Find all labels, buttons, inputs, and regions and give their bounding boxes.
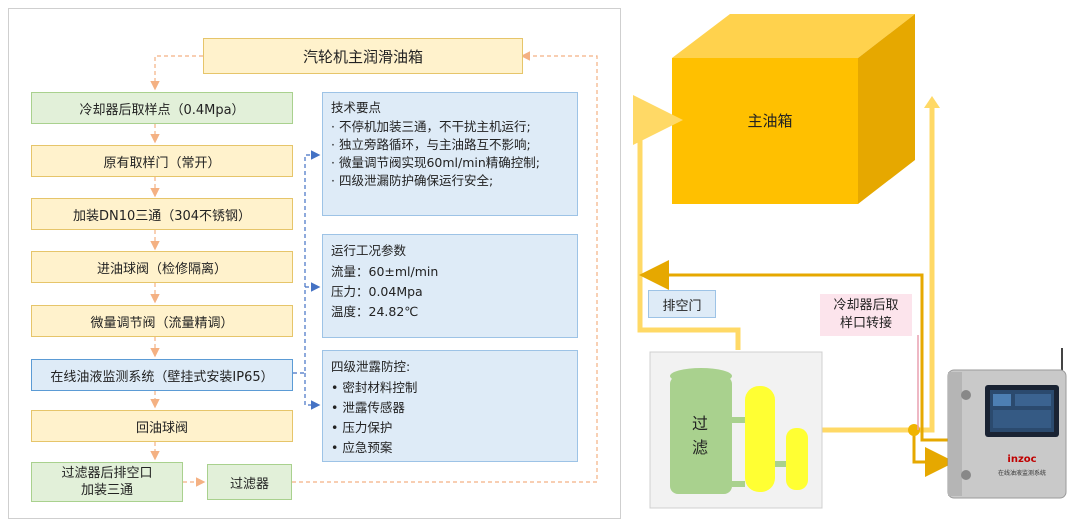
step-label: 原有取样门（常开）: [103, 155, 221, 171]
tech-point-item: · 微量调节阀实现60ml/min精确控制;: [331, 155, 540, 170]
device-brand-logo: inzoc: [1007, 453, 1037, 465]
step-filter-drain: 过滤器后排空口 加装三通: [31, 462, 183, 502]
leak-item: • 密封材料控制: [331, 380, 418, 395]
step-cooler-sampling: 冷却器后取样点（0.4Mpa）: [31, 92, 293, 124]
connector-return: [292, 51, 598, 483]
step-label: 进油球阀（检修隔离）: [96, 261, 227, 277]
connector-top-left: [150, 55, 203, 91]
filter-inner-pipes: [732, 417, 786, 487]
leak-item: • 压力保护: [331, 420, 393, 435]
param-item: 流量：60±ml/min: [331, 264, 439, 279]
filter-vessel-yellow-2: [786, 428, 808, 490]
tank-side: [858, 14, 915, 204]
step-label: 微量调节阀（流量精调）: [90, 315, 234, 331]
step-micro-valve: 微量调节阀（流量精调）: [31, 305, 293, 337]
tech-point-item: · 四级泄漏防护确保运行安全;: [331, 173, 494, 188]
step-connectors: [150, 124, 206, 487]
turbine-oil-tank-box: 汽轮机主润滑油箱: [203, 38, 523, 74]
step-tee: 加装DN10三通（304不锈钢）: [31, 198, 293, 230]
tech-point-item: · 不停机加装三通，不干扰主机运行;: [331, 119, 531, 134]
leak-item: • 应急预案: [331, 440, 393, 455]
step-sampling-valve: 原有取样门（常开）: [31, 145, 293, 177]
operating-params-title: 运行工况参数: [331, 243, 407, 258]
step-monitoring-system: 在线油液监测系统（壁挂式安装IP65）: [31, 359, 293, 391]
step-label: 在线油液监测系统（壁挂式安装IP65）: [50, 369, 274, 385]
main-tank-label: 主油箱: [747, 111, 793, 130]
tech-point-item: · 独立旁路循环，与主油路互不影响;: [331, 137, 531, 152]
tank-top: [672, 14, 915, 58]
pipe-tank-to-filter: [808, 100, 935, 433]
leak-item: • 泄露传感器: [331, 400, 405, 415]
tech-points-title: 技术要点: [331, 100, 382, 115]
pipe-vent-to-tank: [633, 95, 741, 350]
filter-label-1: 过: [691, 414, 708, 433]
cooler-port-label: 冷却器后取 样口转接: [820, 294, 912, 336]
leak-protection-title: 四级泄露防控:: [331, 359, 411, 374]
operating-params-box: 运行工况参数 流量：60±ml/min 压力：0.04Mpa 温度：24.82℃: [322, 234, 578, 338]
param-item: 压力：0.04Mpa: [331, 284, 423, 299]
connector-leak: [304, 373, 321, 410]
filter-vessel-yellow-1: [745, 386, 775, 492]
step-return-valve: 回油球阀: [31, 410, 293, 442]
vent-valve-label: 排空门: [648, 290, 716, 318]
pipe-to-device: [912, 430, 955, 477]
step-inlet-valve: 进油球阀（检修隔离）: [31, 251, 293, 283]
step-label: 过滤器: [229, 476, 269, 492]
filter-label-2: 滤: [691, 438, 708, 457]
step-label: 过滤器后排空口 加装三通: [61, 466, 153, 498]
connector-tech: [293, 150, 321, 374]
step-label: 冷却器后取样点（0.4Mpa）: [79, 102, 245, 118]
tech-points-box: 技术要点 · 不停机加装三通，不干扰主机运行; · 独立旁路循环，与主油路互不影…: [322, 92, 578, 216]
step-filter: 过滤器: [207, 464, 292, 500]
step-label: 回油球阀: [135, 420, 188, 436]
step-label: 加装DN10三通（304不锈钢）: [72, 208, 252, 224]
pipe-sample-return: [639, 260, 955, 442]
device-caption: 在线油液监测系统: [997, 469, 1046, 477]
tank-front: [672, 58, 858, 204]
leak-protection-box: 四级泄露防控: • 密封材料控制 • 泄露传感器 • 压力保护 • 应急预案: [322, 350, 578, 462]
turbine-oil-tank-label: 汽轮机主润滑油箱: [302, 47, 423, 66]
filter-vessel-green: [670, 376, 732, 494]
param-item: 温度：24.82℃: [331, 304, 419, 319]
